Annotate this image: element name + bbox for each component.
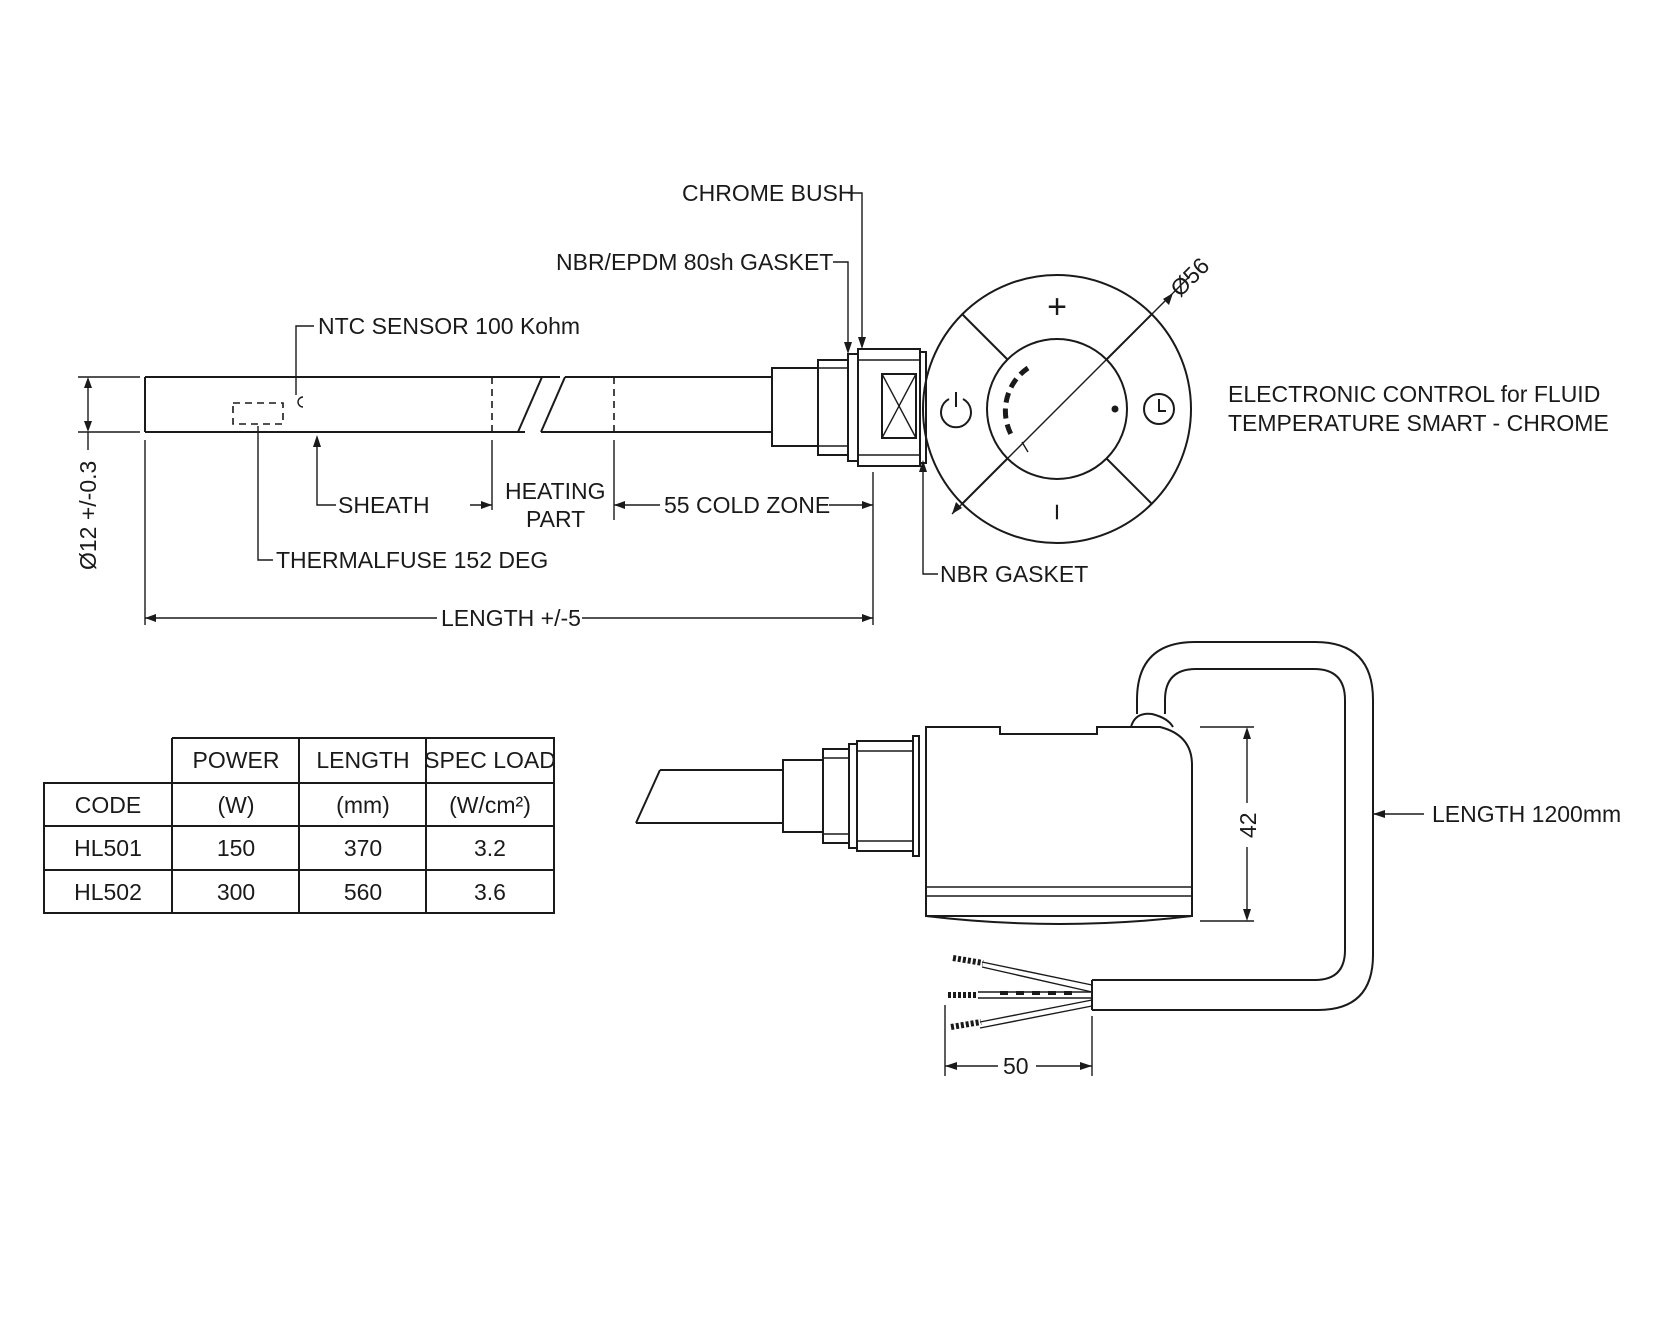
height-dimension <box>1200 726 1254 922</box>
clock-icon <box>1143 393 1175 425</box>
height-dimension-label: 42 <box>1235 812 1261 838</box>
table-cell-spec-load: 3.2 <box>474 835 506 861</box>
spec-table-grid <box>43 737 555 914</box>
table-unit-spec-load: (W/cm²) <box>449 792 531 818</box>
callout-gasket-top: NBR/EPDM 80sh GASKET <box>556 249 833 275</box>
table-header-power: POWER <box>193 747 280 773</box>
callout-leaders <box>144 192 938 625</box>
tube-diameter-label: Ø12 +/-0.3 <box>75 461 101 570</box>
cable-length-label: LENGTH 1200mm <box>1432 801 1621 827</box>
table-header-spec-load: SPEC LOAD <box>424 747 556 773</box>
minus-symbol: − <box>1040 503 1073 521</box>
table-cell-spec-load: 3.6 <box>474 879 506 905</box>
table-header-length: LENGTH <box>316 747 409 773</box>
spec-table: POWER LENGTH SPEC LOAD CODE (W) (mm) (W/… <box>74 747 556 905</box>
table-cell-length: 560 <box>344 879 382 905</box>
callout-sheath: SHEATH <box>338 492 430 518</box>
table-cell-length: 370 <box>344 835 382 861</box>
control-head-front-view <box>922 274 1192 544</box>
table-cell-code: HL501 <box>74 835 142 861</box>
table-unit-length: (mm) <box>336 792 390 818</box>
cable-length-leader <box>1373 810 1424 818</box>
overall-length-label: LENGTH +/-5 <box>441 605 581 631</box>
callout-chrome-bush: CHROME BUSH <box>682 180 855 206</box>
table-cell-power: 300 <box>217 879 255 905</box>
wire-length-dimension <box>944 1005 1093 1076</box>
wire-length-label: 50 <box>1003 1053 1029 1079</box>
table-unit-power: (W) <box>217 792 254 818</box>
table-cell-code: HL502 <box>74 879 142 905</box>
callout-heating-part-1: HEATING <box>505 478 606 504</box>
title-line-1: ELECTRONIC CONTROL for FLUID <box>1228 381 1600 407</box>
callout-cold-zone: 55 COLD ZONE <box>664 492 830 518</box>
callout-heating-part-2: PART <box>526 506 585 532</box>
plus-symbol: + <box>1047 288 1067 326</box>
heating-element-side-view <box>144 348 927 467</box>
table-cell-power: 150 <box>217 835 255 861</box>
callout-nbr-gasket: NBR GASKET <box>940 561 1088 587</box>
power-icon <box>940 398 972 429</box>
callout-thermalfuse: THERMALFUSE 152 DEG <box>276 547 548 573</box>
title-line-2: TEMPERATURE SMART - CHROME <box>1228 410 1609 436</box>
table-header-code: CODE <box>75 792 141 818</box>
callout-ntc-sensor: NTC SENSOR 100 Kohm <box>318 313 580 339</box>
tube-diameter-dimension <box>78 376 140 450</box>
control-box-side-view <box>635 641 1374 1030</box>
